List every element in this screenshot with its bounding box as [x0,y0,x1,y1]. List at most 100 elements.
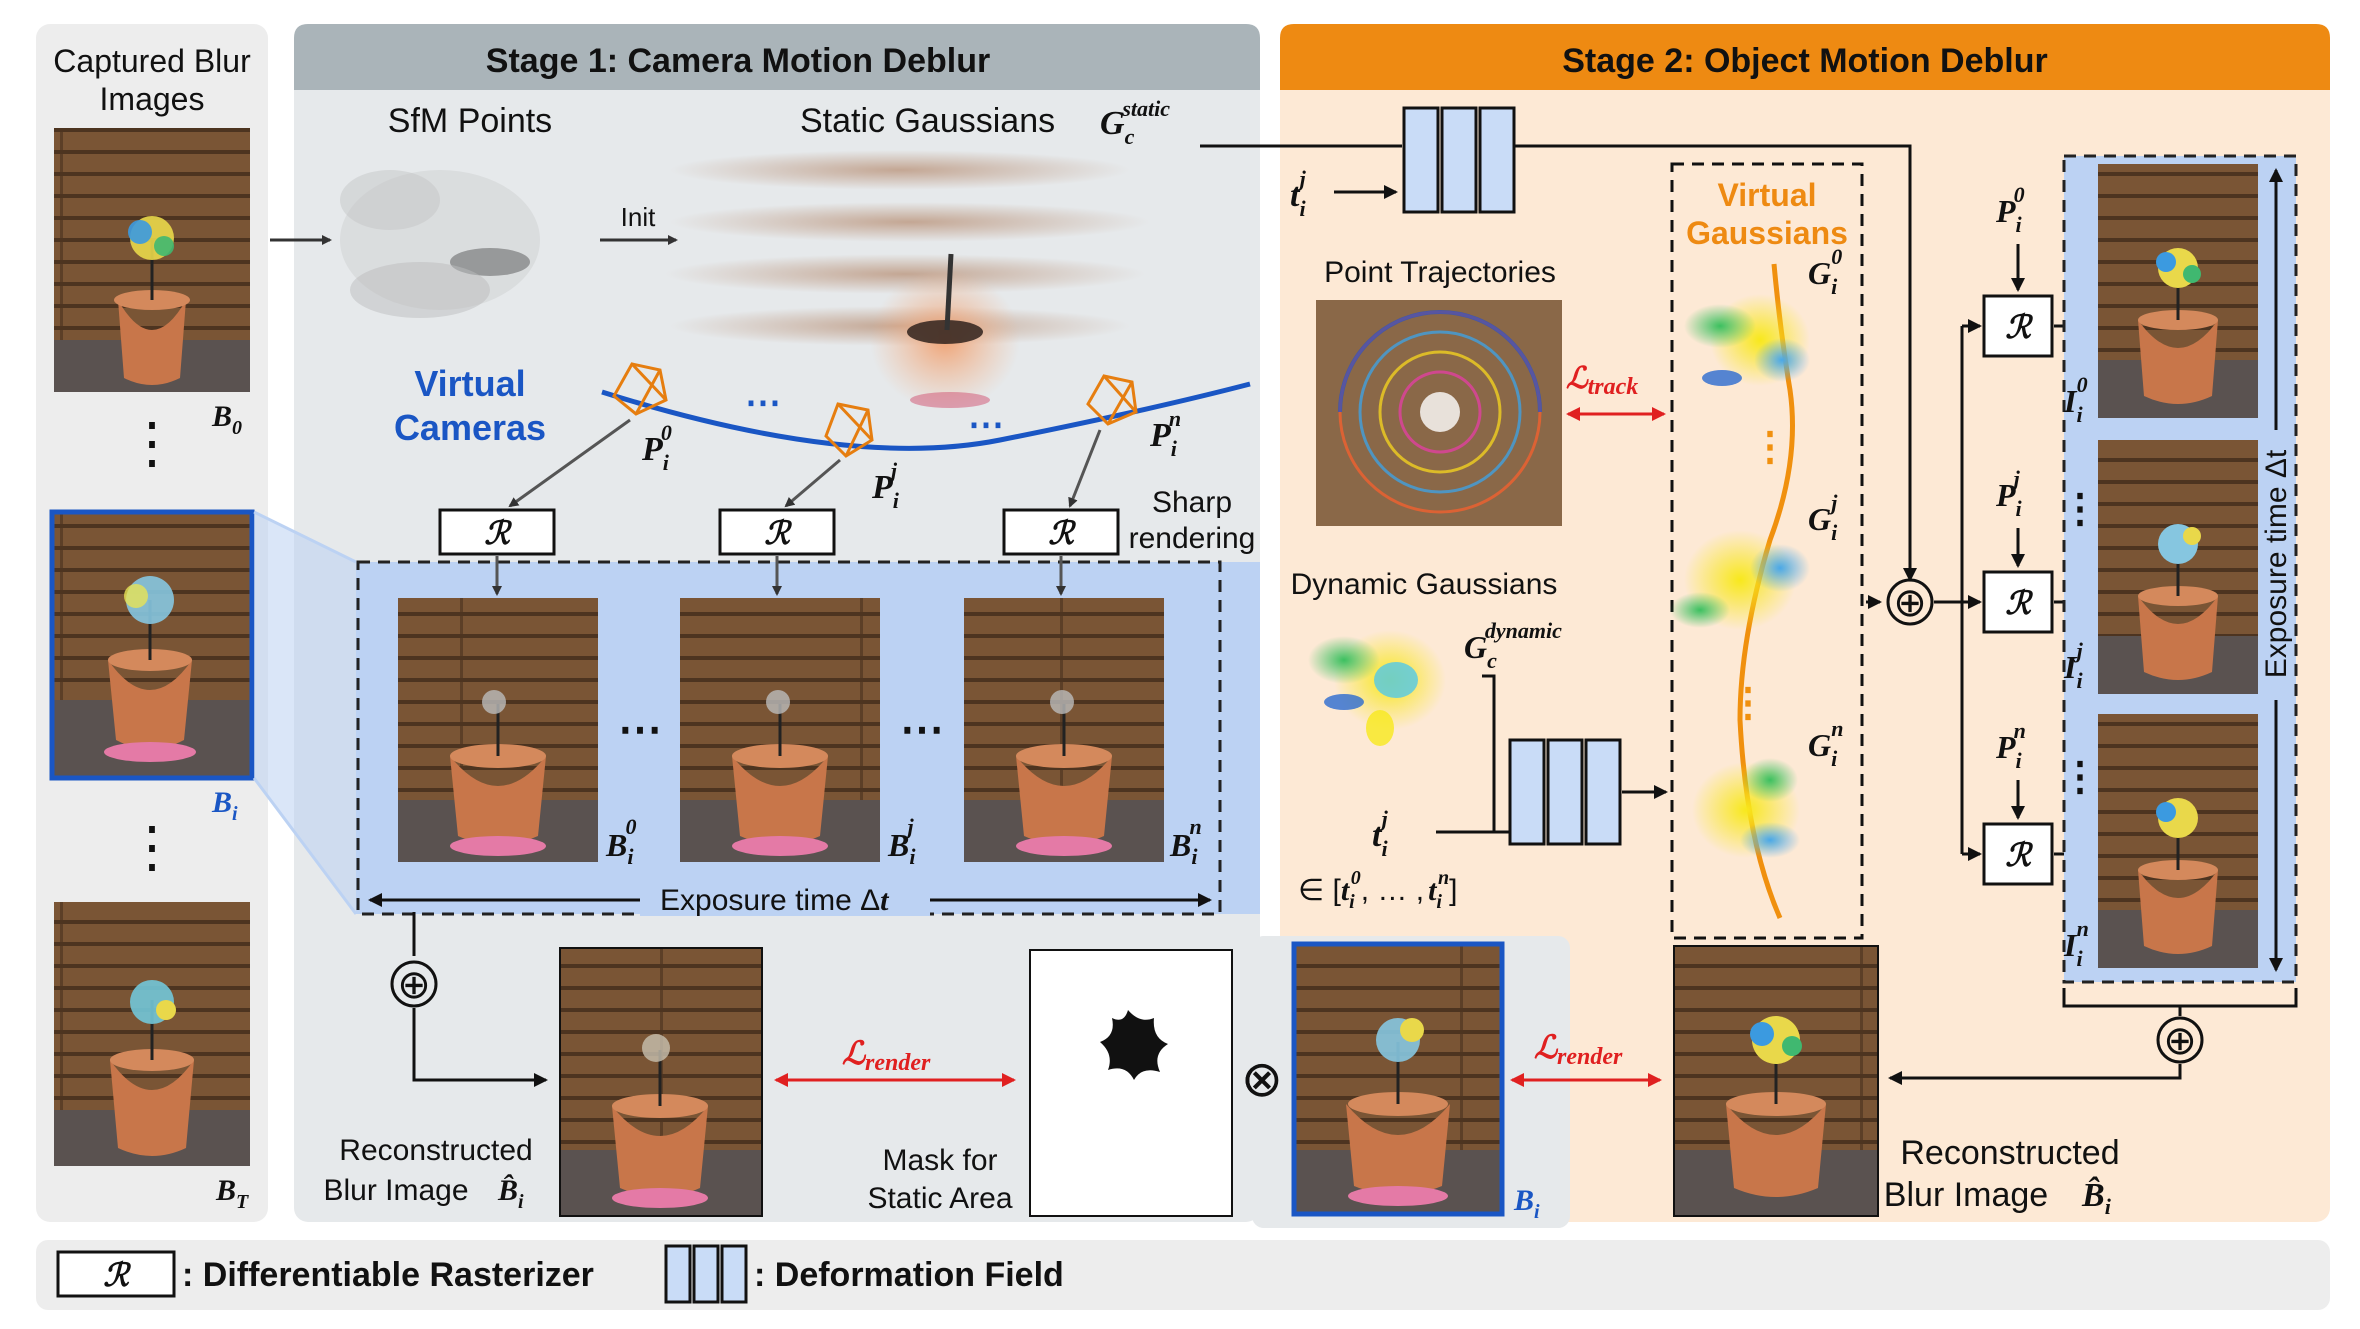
arrow-sum-reconstructed-s2 [1888,1064,2182,1085]
sharp-label-b0: Bi0 [605,814,636,869]
s2-dots-2: ⋮ [2060,755,2100,799]
rasterizer-box-s2-0: ℛ [1982,294,2054,358]
virtual-cameras-label-1: Virtual [414,363,525,404]
init-label: Init [621,202,656,232]
pose-s2-pn: Pin [1995,718,2026,773]
sharp-images-dashed-box-s2 [2062,154,2298,984]
trajectory-dots-2: ⋮ [1728,681,1768,725]
captured-image-bt [54,902,250,1166]
dynamic-symbol: Gcdynamic [1464,618,1562,673]
sum-symbol-stage2-bottom: ⊕ [2163,1019,2197,1063]
left-panel-title-2: Images [100,81,205,117]
pose-pj: Pij [871,458,900,513]
dynamic-gaussians-label: Dynamic Gaussians [1291,568,1558,601]
reconstructed-label-stage2-1: Reconstructed [1900,1134,2119,1172]
arrow-camn-raster [1068,429,1102,508]
i-label-0: Ii0 [2063,372,2088,427]
exposure-vertical-label: Exposure time Δt [2260,449,2293,678]
mask-label-1: Mask for [882,1144,997,1177]
label-bi: Bi [211,786,238,825]
dynamic-gaussians-render [1308,630,1446,746]
sharp-label-bj: Bij [887,814,916,869]
camera-icon-j [824,402,874,458]
rasterizer-box-j: ℛ [718,508,836,556]
reconstructed-label-stage1-1: Reconstructed [339,1134,532,1167]
left-panel-title-1: Captured Blur [53,43,251,79]
virtual-gaussians-box [1670,162,1864,940]
camera-dots-1: ⋯ [745,381,781,422]
camera-icon-n [1086,374,1138,426]
g-label-0: Gi0 [1808,244,1842,299]
exposure-vertical-bg [2260,430,2294,700]
sharp-image-n [964,598,1164,862]
i-label-n: Iin [2063,916,2089,971]
legend-deformation-label: : Deformation Field [754,1256,1064,1294]
sharp-label-bn: Bin [1169,814,1202,869]
t-input-bottom: tij [1372,806,1389,861]
deformation-field-bottom [1508,738,1622,846]
exposure-label: Exposure time Δt [660,884,890,917]
virtual-gaussian-j [1670,530,1810,630]
sharp-image-j [680,598,880,862]
reconstructed-image-stage1 [559,947,763,1217]
svg-text:ℛ: ℛ [484,515,512,551]
loss-render-label-1: ℒrender [842,1035,931,1076]
multiply-symbol-top: ⊗ [1241,1051,1283,1107]
sfm-label: SfM Points [388,102,552,140]
svg-text:ℛ: ℛ [2005,837,2033,873]
svg-text:ℛ: ℛ [2005,309,2033,345]
sum-node-stage1 [390,960,438,1008]
deformation-field-top [1402,106,1516,214]
reconstructed-symbol-stage1: B̂i [497,1174,524,1213]
loss-render-label-2: ℒrender [1534,1029,1623,1070]
stage2-title: Stage 2: Object Motion Deblur [1562,42,2047,80]
sum-symbol-stage2: ⊕ [1893,581,1927,625]
line-deform-to-sum [1512,144,1917,582]
rasterizer-box-0: ℛ [438,508,556,556]
sharp-image-s2-n [2098,714,2258,968]
static-mask-image [1029,949,1233,1217]
t-input-top: tij [1290,166,1307,221]
camera-trajectory [601,381,1251,451]
svg-text:ℛ: ℛ [764,515,792,551]
virtual-gaussians-label-2: Gaussians [1686,215,1848,251]
virtual-gaussian-0 [1684,294,1810,386]
pose-s2-p0: Pi0 [1995,182,2025,237]
left-dots-2: ⋮ [124,815,180,878]
captured-image-bi [49,509,255,781]
arrow-sum-reconstructed [412,1008,548,1087]
g-label-n: Gin [1808,716,1843,771]
rasterizer-box-s2-n: ℛ [1982,822,2054,886]
point-trajectories-label: Point Trajectories [1324,256,1556,289]
sharp-ellipsis-2: ⋯ [900,705,944,754]
virtual-cameras-label-2: Cameras [394,407,546,448]
mask-label-2: Static Area [867,1182,1012,1215]
bi-image [1291,941,1505,1217]
left-dots-1: ⋮ [124,411,180,474]
reconstructed-image-stage2 [1673,945,1879,1217]
sfm-point-cloud [340,170,540,318]
stage1-header [294,24,1260,90]
sum-symbol-stage1: ⊕ [397,963,431,1007]
label-b0: B0 [211,400,242,439]
captured-image-b0 [54,128,250,392]
svg-text:ℛ: ℛ [2005,585,2033,621]
sharp-rendering-label-2: rendering [1129,522,1256,555]
sharp-image-s2-j [2098,440,2258,694]
legend-deformation-icon [664,1244,748,1304]
sharp-rendering-label-1: Sharp [1152,486,1232,519]
g-label-j: Gij [1808,490,1838,545]
virtual-gaussians-label-1: Virtual [1718,177,1817,213]
camera-dots-2: ⋯ [968,403,1004,444]
bi-label: Bi [1513,1184,1540,1223]
arrow-camj-raster [784,458,841,508]
exposure-label-bg [640,880,930,916]
rasterizer-box-s2-j: ℛ [1982,570,2054,634]
static-gaussians-label: Static Gaussians [800,102,1055,140]
reconstructed-label-stage2-2: Blur Image [1884,1176,2048,1214]
zoom-wedge [254,512,356,914]
sharp-image-0 [398,598,598,862]
rasterizer-box-n: ℛ [1002,508,1120,556]
